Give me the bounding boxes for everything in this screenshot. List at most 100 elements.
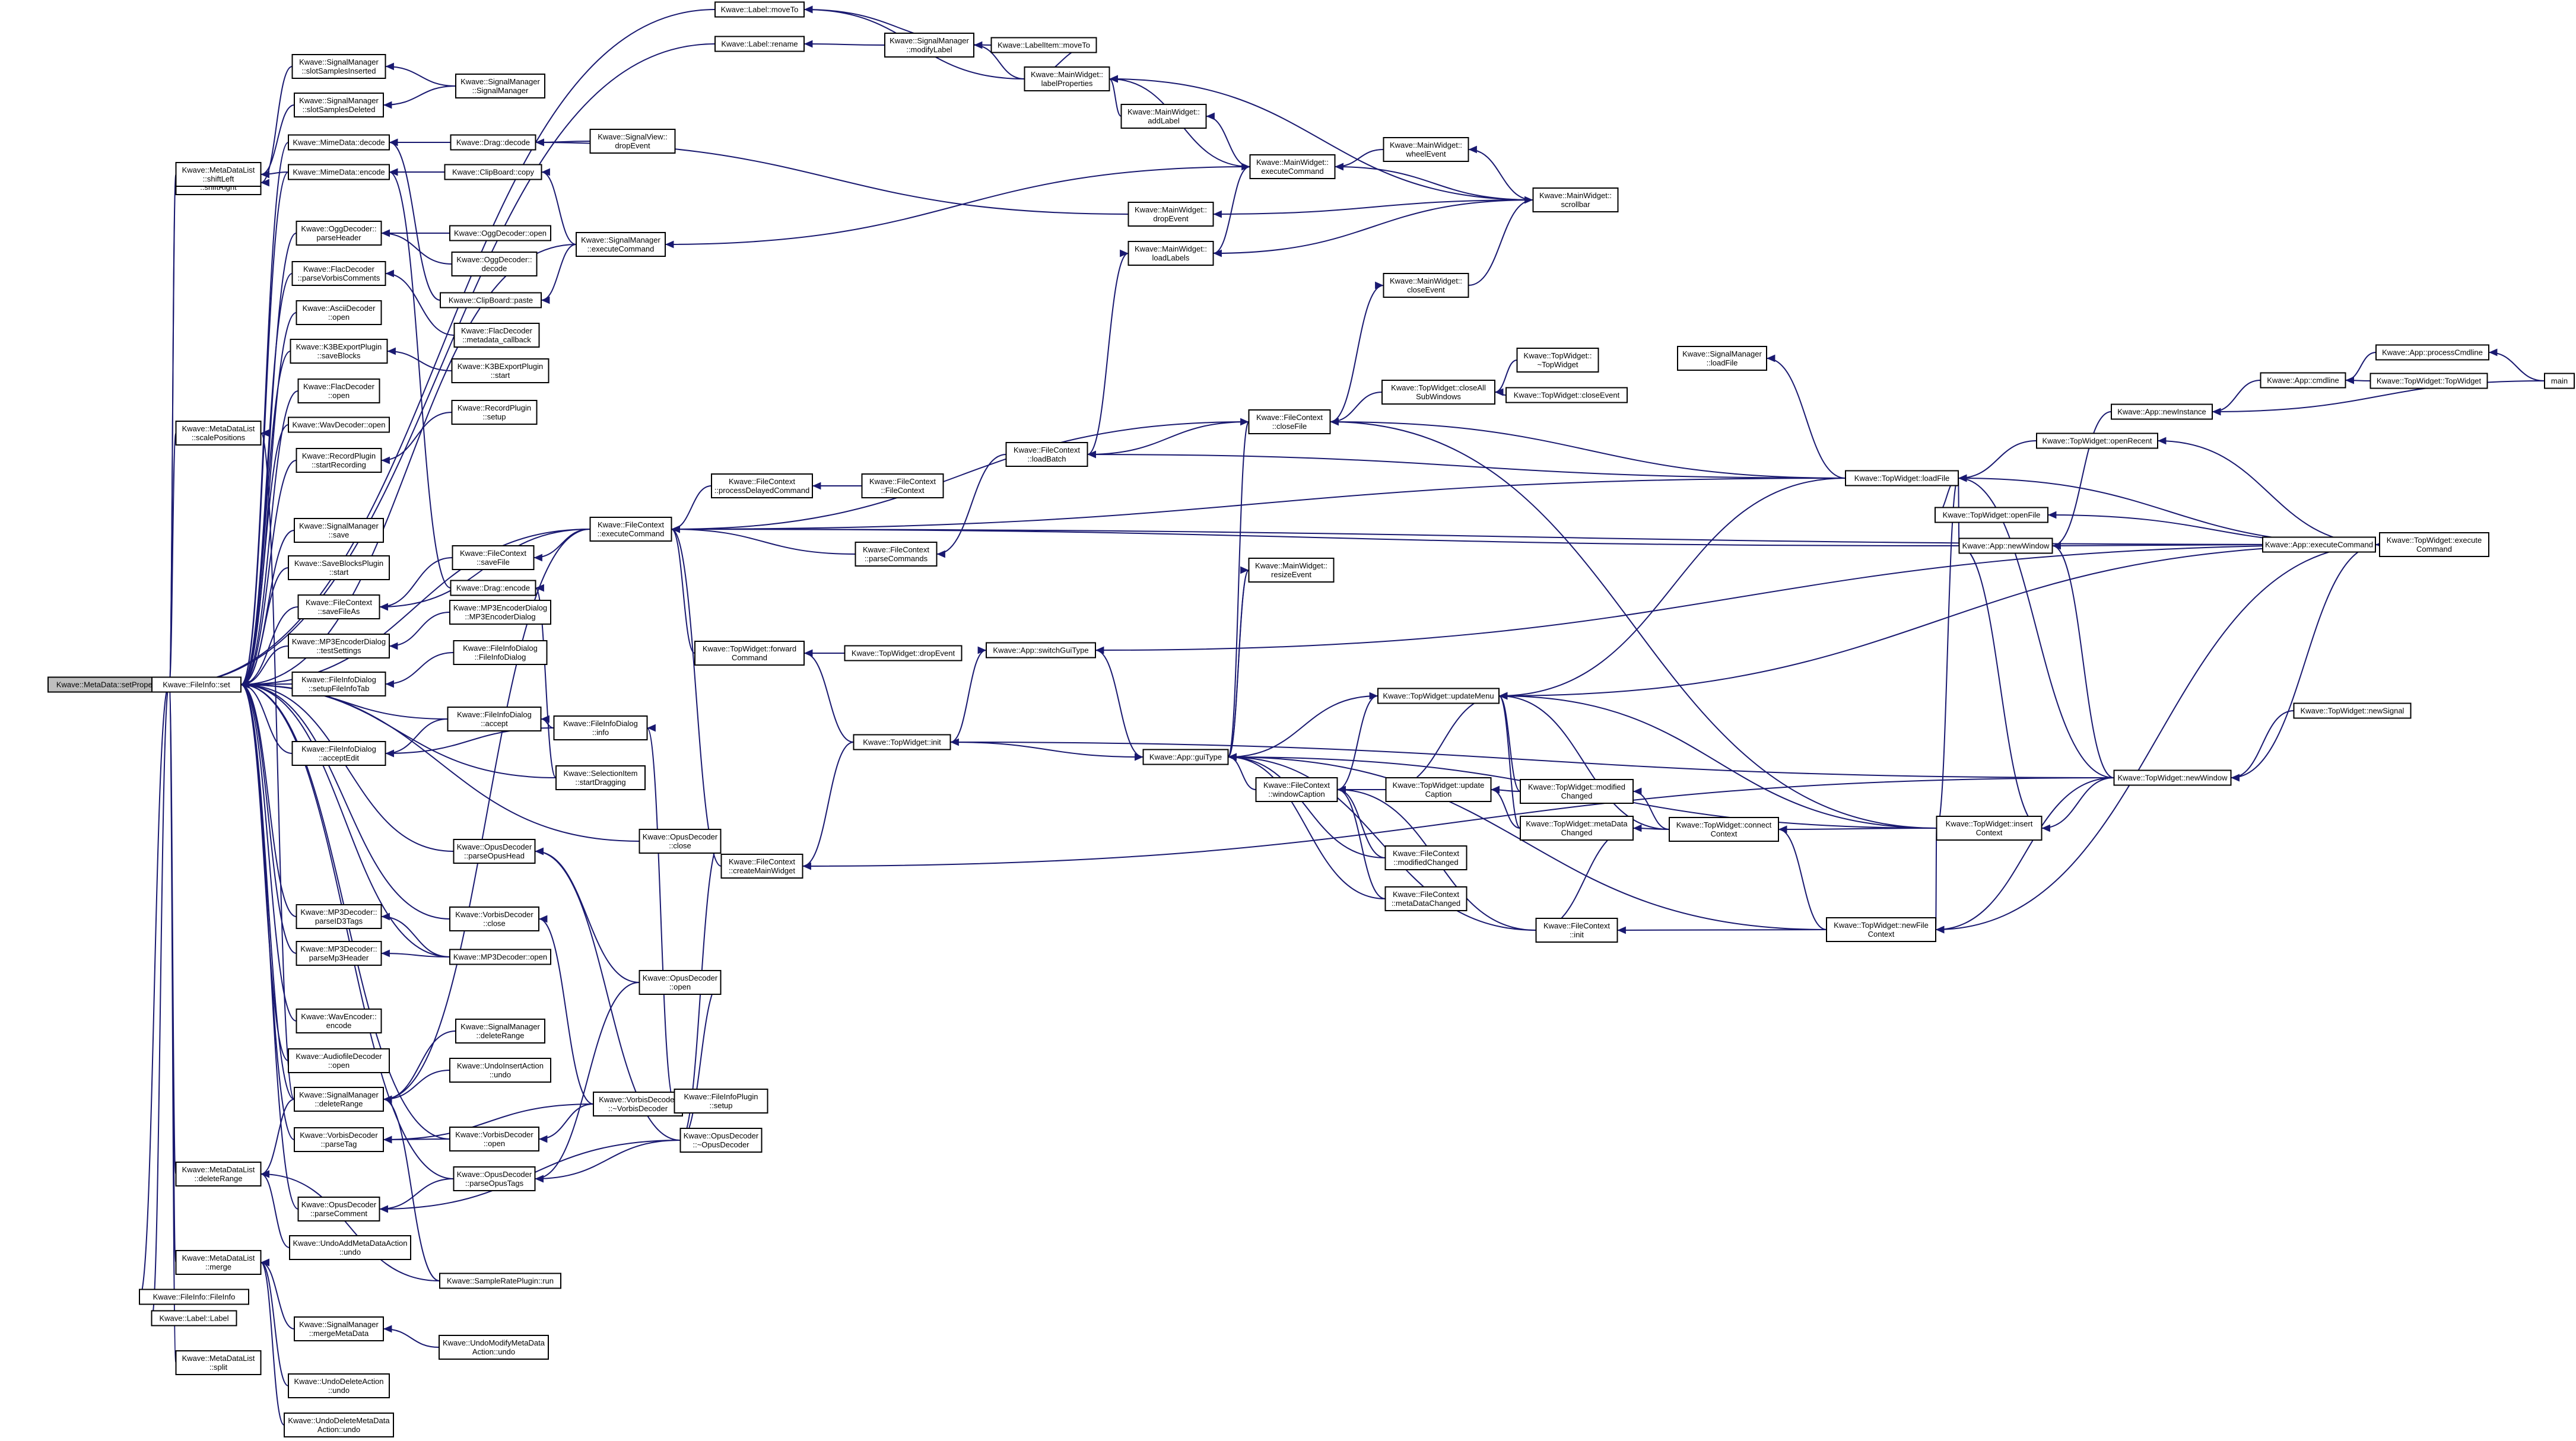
node-n49[interactable]: Kwave::MP3EncoderDialog::MP3EncoderDialo…: [449, 600, 551, 625]
node-n111[interactable]: Kwave::TopWidget::openFile: [1935, 507, 2048, 523]
node-n27[interactable]: Kwave::MP3Decoder::parseID3Tags: [296, 904, 382, 929]
node-n6[interactable]: Kwave::MetaDataList::merge: [175, 1250, 262, 1275]
node-n42[interactable]: Kwave::OggDecoder::decode: [451, 252, 538, 276]
node-n87[interactable]: Kwave::FileContext::closeFile: [1248, 409, 1331, 434]
node-n54[interactable]: Kwave::MP3Decoder::open: [449, 949, 551, 965]
node-n3[interactable]: Kwave::MetaDataList::scalePositions: [175, 421, 262, 446]
node-n105[interactable]: Kwave::FileContext::modifiedChanged: [1384, 845, 1468, 870]
node-n51[interactable]: Kwave::FileInfoDialog::accept: [447, 707, 542, 731]
node-n24[interactable]: Kwave::MP3EncoderDialog::testSettings: [288, 634, 390, 659]
node-n110[interactable]: Kwave::TopWidget::loadFile: [1845, 470, 1959, 486]
node-n40[interactable]: Kwave::ClipBoard::copy: [444, 164, 542, 180]
node-n116[interactable]: Kwave::App::processCmdline: [2375, 344, 2489, 361]
node-n44[interactable]: Kwave::FlacDecoder::metadata_callback: [453, 323, 540, 348]
node-n112[interactable]: Kwave::App::newWindow: [1958, 537, 2053, 554]
node-n99[interactable]: Kwave::TopWidget::updateMenu: [1377, 688, 1500, 704]
node-n41[interactable]: Kwave::OggDecoder::open: [449, 225, 551, 241]
node-n48[interactable]: Kwave::Drag::encode: [450, 580, 536, 596]
node-n89[interactable]: Kwave::TopWidget::~TopWidget: [1516, 348, 1599, 373]
node-n95[interactable]: Kwave::FileContext::createMainWidget: [720, 854, 803, 879]
node-n71[interactable]: Kwave::Label::moveTo: [714, 1, 805, 18]
node-n56[interactable]: Kwave::UndoInsertAction::undo: [449, 1058, 551, 1083]
node-n38[interactable]: Kwave::SignalManager::SignalManager: [455, 74, 545, 98]
node-n20[interactable]: Kwave::RecordPlugin::startRecording: [296, 448, 382, 473]
node-n39[interactable]: Kwave::Drag::decode: [450, 134, 536, 151]
node-n10[interactable]: Kwave::SignalManager::slotSamplesInserte…: [291, 54, 386, 79]
node-n23[interactable]: Kwave::FileContext::saveFileAs: [297, 594, 380, 619]
node-n62[interactable]: Kwave::SignalManager::executeCommand: [576, 232, 666, 257]
node-n33[interactable]: Kwave::OpusDecoder::parseComment: [297, 1197, 380, 1221]
node-n11[interactable]: Kwave::SignalManager::slotSamplesDeleted: [294, 93, 384, 117]
node-n76[interactable]: Kwave::MainWidget::addLabel: [1120, 104, 1207, 129]
node-n25[interactable]: Kwave::FileInfoDialog::setupFileInfoTab: [291, 672, 386, 696]
node-n32[interactable]: Kwave::VorbisDecoder::parseTag: [294, 1127, 384, 1152]
node-n100[interactable]: Kwave::FileContext::windowCaption: [1255, 777, 1338, 802]
node-n7[interactable]: Kwave::FileInfo::FileInfo: [139, 1289, 249, 1305]
node-n81[interactable]: Kwave::MainWidget::scrollbar: [1532, 187, 1619, 212]
node-n97[interactable]: Kwave::App::guiType: [1142, 749, 1229, 765]
node-n66[interactable]: Kwave::OpusDecoder::close: [639, 829, 722, 854]
node-n79[interactable]: Kwave::MainWidget::dropEvent: [1127, 202, 1214, 227]
node-n74[interactable]: Kwave::LabelItem::moveTo: [990, 37, 1097, 53]
node-n64[interactable]: Kwave::FileInfoDialog::info: [553, 715, 648, 740]
node-n26[interactable]: Kwave::FileInfoDialog::acceptEdit: [291, 741, 386, 766]
node-n84[interactable]: Kwave::FileContext::FileContext: [861, 473, 944, 498]
node-n14[interactable]: Kwave::OggDecoder::parseHeader: [296, 221, 382, 246]
node-n94[interactable]: Kwave::TopWidget::init: [853, 734, 951, 750]
node-n53[interactable]: Kwave::VorbisDecoder::close: [449, 906, 539, 931]
node-n21[interactable]: Kwave::SignalManager::save: [294, 518, 384, 543]
node-n22[interactable]: Kwave::SaveBlocksPlugin::start: [288, 555, 390, 580]
node-n16[interactable]: Kwave::AsciiDecoder::open: [296, 300, 382, 325]
node-n13[interactable]: Kwave::MimeData::encode: [288, 164, 390, 180]
node-n35[interactable]: Kwave::SignalManager::mergeMetaData: [294, 1316, 384, 1341]
node-n120[interactable]: Kwave::TopWidget::executeCommand: [2379, 532, 2489, 557]
node-n15[interactable]: Kwave::FlacDecoder::parseVorbisComments: [291, 261, 386, 286]
node-n63[interactable]: Kwave::FileContext::executeCommand: [589, 517, 672, 542]
node-n50[interactable]: Kwave::FileInfoDialog::FileInfoDialog: [453, 640, 548, 665]
node-n113[interactable]: Kwave::TopWidget::openRecent: [2036, 432, 2158, 449]
node-n19[interactable]: Kwave::WavDecoder::open: [288, 416, 390, 433]
node-n91[interactable]: Kwave::SignalManager::loadFile: [1677, 346, 1767, 371]
node-n12[interactable]: Kwave::MimeData::decode: [288, 134, 390, 151]
node-n29[interactable]: Kwave::WavEncoder::encode: [296, 1009, 382, 1033]
node-n4[interactable]: Kwave::FileInfo::set: [151, 676, 242, 693]
node-n65[interactable]: Kwave::SelectionItem::startDragging: [555, 765, 646, 790]
node-n34[interactable]: Kwave::UndoAddMetaDataAction::undo: [289, 1235, 411, 1260]
node-n106[interactable]: Kwave::FileContext::metaDataChanged: [1384, 886, 1468, 911]
node-n46[interactable]: Kwave::RecordPlugin::setup: [451, 400, 538, 425]
node-n90[interactable]: Kwave::TopWidget::closeEvent: [1505, 387, 1628, 403]
node-n85[interactable]: Kwave::FileContext::loadBatch: [1005, 442, 1088, 467]
node-n86[interactable]: Kwave::FileContext::parseCommands: [855, 542, 938, 567]
node-n103[interactable]: Kwave::TopWidget::metaDataChanged: [1520, 816, 1634, 841]
node-n9[interactable]: Kwave::MetaDataList::split: [175, 1350, 262, 1375]
node-n96[interactable]: Kwave::App::switchGuiType: [986, 642, 1096, 659]
node-n17[interactable]: Kwave::K3BExportPlugin::saveBlocks: [290, 339, 388, 364]
node-n0[interactable]: Kwave::MetaData::setProperty: [47, 676, 170, 693]
node-n70[interactable]: Kwave::OpusDecoder::~OpusDecoder: [679, 1128, 763, 1153]
node-n114[interactable]: Kwave::App::newInstance: [2111, 403, 2213, 420]
node-n58[interactable]: Kwave::OpusDecoder::parseOpusTags: [453, 1166, 536, 1191]
node-n93[interactable]: Kwave::TopWidget::dropEvent: [844, 645, 963, 661]
node-n61[interactable]: Kwave::SignalView::dropEvent: [589, 129, 676, 154]
node-n80[interactable]: Kwave::MainWidget::loadLabels: [1127, 241, 1214, 266]
node-n122[interactable]: Kwave::TopWidget::newSignal: [2293, 702, 2412, 719]
node-n47[interactable]: Kwave::FileContext::saveFile: [452, 545, 535, 570]
node-n115[interactable]: Kwave::App::cmdline: [2260, 372, 2346, 389]
node-n2[interactable]: Kwave::MetaDataList::shiftLeft: [175, 162, 262, 187]
node-n102[interactable]: Kwave::TopWidget::modifiedChanged: [1520, 779, 1634, 804]
node-n55[interactable]: Kwave::SignalManager::deleteRange: [455, 1019, 545, 1044]
node-n43[interactable]: Kwave::ClipBoard::paste: [440, 292, 542, 308]
node-n82[interactable]: Kwave::MainWidget::closeEvent: [1383, 273, 1469, 298]
node-n119[interactable]: Kwave::App::executeCommand: [2262, 536, 2376, 553]
node-n30[interactable]: Kwave::AudiofileDecoder::open: [288, 1048, 390, 1073]
node-n75[interactable]: Kwave::MainWidget::labelProperties: [1024, 66, 1110, 91]
node-n52[interactable]: Kwave::OpusDecoder::parseOpusHead: [453, 839, 536, 864]
node-n5[interactable]: Kwave::MetaDataList::deleteRange: [175, 1162, 262, 1186]
